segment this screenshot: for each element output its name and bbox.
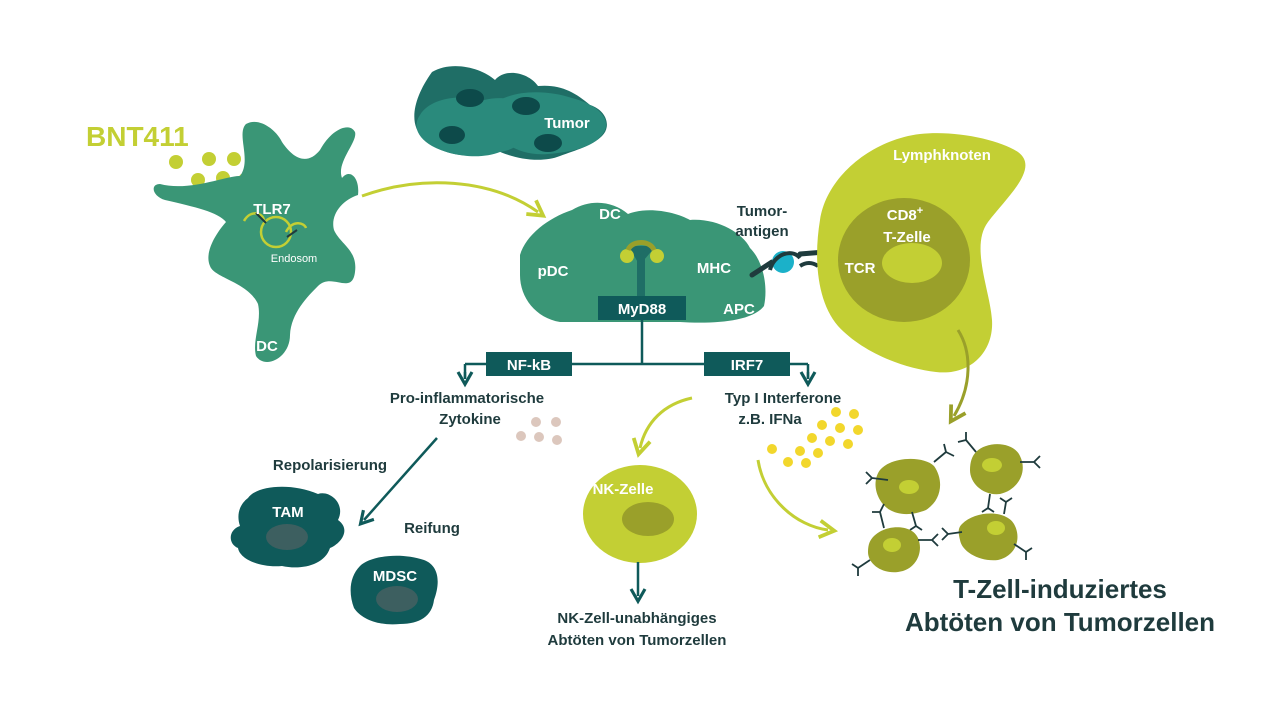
- nk-outcome-label-1: NK-Zell-unabhängiges: [557, 610, 716, 627]
- target-cell-1: [865, 443, 955, 531]
- tlr-receptor-center: [620, 240, 664, 298]
- tumor-label: Tumor: [544, 115, 590, 132]
- nk-cell-nucleus: [622, 502, 674, 536]
- typ1-label-1: Typ I Interferone: [725, 390, 841, 407]
- mdsc-nucleus: [376, 586, 418, 612]
- repolarisierung-label: Repolarisierung: [273, 457, 387, 474]
- reifung-label: Reifung: [404, 520, 460, 537]
- arrow-lymph-to-tcells: [948, 329, 970, 425]
- target-cell-3: [851, 503, 939, 576]
- tumor-cluster: [414, 66, 607, 160]
- tam-nucleus: [266, 524, 308, 550]
- nk-zelle-label: NK-Zelle: [593, 481, 654, 498]
- nfkb-label: NF-kB: [507, 357, 551, 374]
- tumor-cells-with-antibodies: [851, 432, 1041, 576]
- mdsc-label: MDSC: [373, 568, 417, 585]
- proinflam-label-2: Zytokine: [439, 411, 501, 428]
- dc-left-label: DC: [256, 338, 278, 355]
- arrow-dc-to-apc: [361, 181, 547, 218]
- dc-center-label: DC: [599, 206, 621, 223]
- target-cell-4: [941, 497, 1033, 561]
- typ1-label-2: z.B. IFNa: [738, 411, 802, 428]
- nfkb-box: [486, 352, 572, 376]
- endosome-receptor: [242, 212, 308, 249]
- tumor-antigen-label-1: Tumor-: [737, 203, 788, 220]
- interferon-particles: [767, 407, 863, 468]
- cd8-t-cell-nucleus: [882, 243, 942, 283]
- bnt411-title: BNT411: [86, 121, 189, 152]
- cd8-label: CD8+: [887, 205, 923, 224]
- tcr-label: TCR: [845, 260, 876, 277]
- tlr7-label: TLR7: [253, 201, 291, 218]
- nk-outcome-label-2: Abtöten von Tumorzellen: [548, 632, 727, 649]
- myd88-box: [598, 296, 686, 320]
- arrow-interferons-to-tcells: [756, 459, 839, 540]
- irf7-box: [704, 352, 790, 376]
- tumor-antigen-label-2: antigen: [735, 223, 788, 240]
- t-zelle-label: T-Zelle: [883, 229, 931, 246]
- dendritic-cell-left: [153, 121, 359, 362]
- cytokine-particles: [516, 417, 562, 445]
- endosom-label: Endosom: [271, 253, 317, 265]
- target-cell-2: [957, 432, 1041, 513]
- t-outcome-label-2: Abtöten von Tumorzellen: [905, 607, 1215, 637]
- lymphknoten-label: Lymphknoten: [893, 147, 991, 164]
- tam-label: TAM: [272, 504, 303, 521]
- irf7-label: IRF7: [731, 357, 764, 374]
- mhc-label: MHC: [697, 260, 731, 277]
- myd88-label: MyD88: [618, 301, 666, 318]
- apc-label: APC: [723, 301, 755, 318]
- arrow-to-nk-cell: [631, 396, 693, 458]
- pdc-label: pDC: [538, 263, 569, 280]
- t-outcome-label-1: T-Zell-induziertes: [953, 574, 1167, 604]
- proinflam-label-1: Pro-inflammatorische: [390, 390, 544, 407]
- arrow-to-tam: [358, 437, 438, 527]
